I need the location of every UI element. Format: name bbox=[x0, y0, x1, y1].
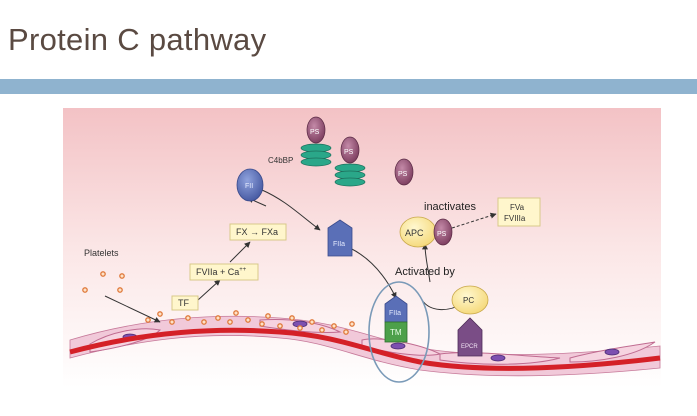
fx-label: FX → FXa bbox=[236, 227, 278, 237]
fiia-label: FIIa bbox=[333, 241, 345, 248]
fviia-label: FVIIa + Ca++ bbox=[196, 267, 247, 277]
tm-rect bbox=[384, 321, 408, 343]
fx-box bbox=[229, 223, 287, 241]
c4bbp-stack-1 bbox=[300, 143, 332, 167]
inactivates-arrow bbox=[451, 212, 497, 229]
inactivates-label: inactivates bbox=[424, 201, 476, 213]
activated-by-label: Activated by bbox=[395, 266, 455, 278]
fva-fviiia-box bbox=[497, 197, 541, 227]
ps-label-1: PS bbox=[310, 129, 320, 136]
tf-box bbox=[171, 295, 199, 311]
ps-oval-apc bbox=[433, 218, 453, 246]
pc-label: PC bbox=[463, 296, 474, 305]
platelets-label: Platelets bbox=[84, 248, 119, 258]
epcr-label: EPCR bbox=[461, 344, 478, 350]
ps-oval-1 bbox=[306, 116, 326, 144]
ps-oval-2 bbox=[340, 136, 360, 164]
fiia-tm-label: FIIa bbox=[389, 310, 401, 317]
tf-label: TF bbox=[178, 298, 189, 308]
c4bbp-label: C4bBP bbox=[268, 156, 293, 165]
fviiia-label: FVIIIa bbox=[504, 214, 526, 223]
fii-oval bbox=[236, 168, 264, 202]
ps-label-2: PS bbox=[344, 149, 354, 156]
ps-oval-free bbox=[394, 158, 414, 186]
ps-label-free: PS bbox=[398, 171, 408, 178]
title-bar bbox=[0, 79, 697, 94]
pc-oval bbox=[451, 285, 489, 315]
fiia-tm-top bbox=[384, 295, 408, 323]
fva-label: FVa bbox=[510, 203, 525, 212]
vessel-boundary-line bbox=[69, 327, 661, 371]
tm-label: TM bbox=[390, 328, 402, 337]
fviia-box bbox=[189, 263, 259, 281]
fii-label: FII bbox=[245, 183, 253, 190]
epcr-shape bbox=[457, 317, 483, 357]
slide-title: Protein C pathway bbox=[8, 22, 267, 57]
fiia-shape bbox=[327, 219, 353, 257]
c4bbp-stack-2 bbox=[334, 163, 366, 187]
platelet-dots bbox=[82, 271, 355, 335]
highlight-ring bbox=[368, 281, 430, 383]
apc-label: APC bbox=[405, 228, 424, 238]
ps-label-apc: PS bbox=[437, 231, 447, 238]
